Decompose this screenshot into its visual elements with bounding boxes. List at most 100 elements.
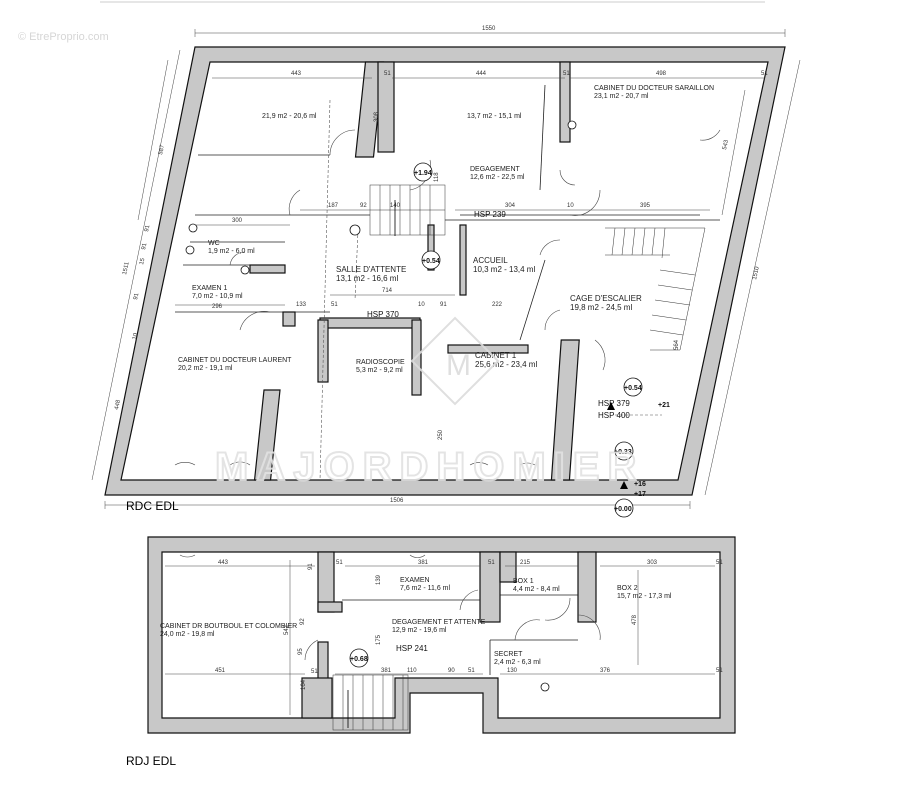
brand-watermark-group: M MAJORDHOMIER: [214, 316, 637, 490]
dim-label: 130: [507, 668, 518, 674]
dim-label: 1510: [752, 265, 761, 280]
dim-label: 140: [390, 203, 401, 209]
dim-label: 1511: [122, 261, 131, 276]
arrow-up-icon: [607, 402, 615, 410]
room-name: BOX 2: [617, 585, 638, 592]
room-name: CABINET DU DOCTEUR SARAILLON: [594, 85, 714, 92]
level-marker: +16: [634, 481, 646, 488]
dim-label: 215: [520, 560, 531, 566]
room-area: 21,9 m2 - 20,6 ml: [262, 113, 317, 120]
rdj-stair: [332, 674, 409, 731]
dim-label: 587: [158, 144, 166, 156]
sink-icon: [567, 120, 577, 130]
site-watermark: © EtreProprio.com: [18, 31, 109, 43]
room-name: DEGAGEMENT: [470, 166, 521, 173]
level-marker: +0.33: [614, 449, 632, 456]
dim-label: 51: [384, 71, 391, 77]
room-area: 1,9 m2 - 6,0 ml: [208, 248, 255, 255]
dim-label: 91: [308, 563, 314, 570]
sink-icon: [185, 245, 195, 255]
rdj-exterior-wall: [147, 536, 736, 734]
dim-label: 15: [139, 257, 146, 265]
room-name: ACCUEIL: [473, 256, 508, 265]
ceiling-height-label: HSP 239: [474, 210, 506, 219]
dim-label: 498: [656, 71, 667, 77]
dim-label: 91: [144, 224, 151, 232]
rdj-plan-title: RDJ EDL: [126, 754, 176, 768]
dim-label: 175: [376, 634, 382, 645]
rdc-plan-title: RDC EDL: [126, 499, 179, 513]
rdc-stair-cage: [605, 227, 706, 351]
level-marker: +21: [658, 402, 670, 409]
dim-label: 51: [761, 71, 768, 77]
dim-label: 308: [374, 111, 380, 122]
level-marker: +0.54: [422, 258, 440, 265]
dim-label: 376: [600, 668, 611, 674]
ceiling-height-label: HSP 370: [367, 310, 399, 319]
dim-label: 542: [284, 624, 290, 635]
rdc-dashed-line: [354, 229, 359, 301]
dim-label: 51: [716, 668, 723, 674]
level-marker: +1.94: [414, 170, 432, 177]
level-marker: +0.00: [614, 506, 632, 513]
dim-label: 1550: [482, 26, 496, 32]
toilet-icon: [188, 223, 198, 233]
dim-label: 304: [505, 203, 516, 209]
dim-label: 451: [215, 668, 226, 674]
rdc-dashed-line: [319, 99, 331, 481]
rdc-level-markers: +1.94 +0.54 +0.54 +21 +0.33 +16 +17 +0.0…: [413, 162, 670, 518]
dim-label: 300: [232, 218, 243, 224]
dim-label: 51: [468, 668, 475, 674]
dim-label: 444: [476, 71, 487, 77]
room-area: 19,8 m2 - 24,5 ml: [570, 303, 632, 312]
room-area: 5,3 m2 - 9,2 ml: [356, 367, 403, 374]
room-area: 15,7 m2 - 17,3 ml: [617, 593, 672, 600]
dim-label: 448: [114, 399, 122, 411]
room-area: 12,9 m2 - 19,6 ml: [392, 627, 447, 634]
dim-label: 381: [381, 668, 392, 674]
ceiling-height-label: HSP 241: [396, 644, 428, 653]
rdj-doors: [179, 554, 601, 661]
room-name: CABINET DR BOUTBOUL ET COLOMBIER: [160, 623, 297, 630]
rdc-interior-walls: [175, 61, 720, 481]
dim-label: 95: [298, 648, 304, 655]
dim-label: 51: [563, 71, 570, 77]
toilet-icon: [540, 682, 550, 692]
rdj-dimension-lines: [165, 560, 715, 715]
sink-icon: [240, 265, 250, 275]
dim-label: 443: [291, 71, 302, 77]
level-marker: +0.68: [350, 656, 368, 663]
room-area: 24,0 m2 - 19,8 ml: [160, 631, 215, 638]
dim-label: 296: [212, 304, 223, 310]
dim-label: 714: [382, 288, 393, 294]
room-area: 25,6 m2 - 23,4 ml: [475, 360, 537, 369]
dim-label: 51: [331, 302, 338, 308]
room-name: SALLE D'ATTENTE: [336, 265, 406, 274]
room-area: 2,4 m2 - 6,3 ml: [494, 659, 541, 666]
room-area: 20,2 m2 - 19,1 ml: [178, 365, 233, 372]
room-area: 7,0 m2 - 10,9 ml: [192, 293, 243, 300]
ceiling-height-label: HSP 379: [598, 399, 630, 408]
level-marker: +17: [634, 491, 646, 498]
dim-label: 91: [133, 292, 140, 300]
dim-label: 381: [418, 560, 429, 566]
dim-label: 51: [716, 560, 723, 566]
room-name: EXAMEN 1: [192, 285, 228, 292]
dim-label: 92: [300, 618, 306, 625]
rdj-plan: 443 51 381 51 215 303 51 139 478 542 451…: [126, 536, 736, 768]
dim-label: 187: [328, 203, 339, 209]
room-area: 4,4 m2 - 8,4 ml: [513, 586, 560, 593]
dim-label: 10: [418, 302, 425, 308]
rdc-dimension-lines: [91, 29, 801, 509]
room-name: CABINET 1: [475, 351, 517, 360]
arrow-up-icon: [620, 481, 628, 489]
dim-label: 250: [438, 429, 444, 440]
brand-logo-letter: M: [446, 349, 471, 382]
dim-label: 443: [218, 560, 229, 566]
room-area: 7,6 m2 - 11,6 ml: [400, 585, 451, 592]
room-name: CAGE D'ESCALIER: [570, 294, 642, 303]
dim-label: 478: [632, 614, 638, 625]
dim-label: 91: [440, 302, 447, 308]
room-area: 10,3 m2 - 13,4 ml: [473, 265, 535, 274]
